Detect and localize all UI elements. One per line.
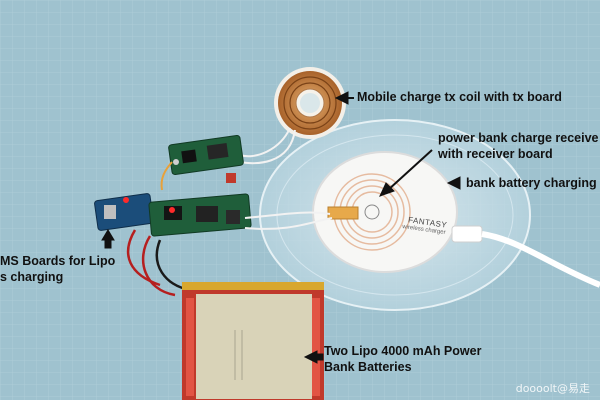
label-receiver-line1: power bank charge receive — [438, 131, 599, 145]
label-receiver-line2: with receiver board — [438, 147, 553, 161]
receiver-pad — [312, 151, 600, 288]
label-batteries-line1: Two Lipo 4000 mAh Power — [324, 344, 482, 358]
tx-coil — [274, 67, 346, 139]
watermark: doooolt@易走 — [515, 382, 590, 395]
label-tx-coil: Mobile charge tx coil with tx board — [357, 90, 562, 104]
lipo-batteries — [182, 282, 324, 400]
label-bms-line2: s charging — [0, 270, 64, 284]
tx-board — [168, 135, 244, 183]
label-bms-line1: MS Boards for Lipo — [0, 254, 116, 268]
annotation-arrows — [101, 91, 461, 364]
bms-boards — [94, 193, 252, 237]
label-battery-charging: bank battery charging — [466, 176, 597, 190]
label-batteries-line2: Bank Batteries — [324, 360, 412, 374]
